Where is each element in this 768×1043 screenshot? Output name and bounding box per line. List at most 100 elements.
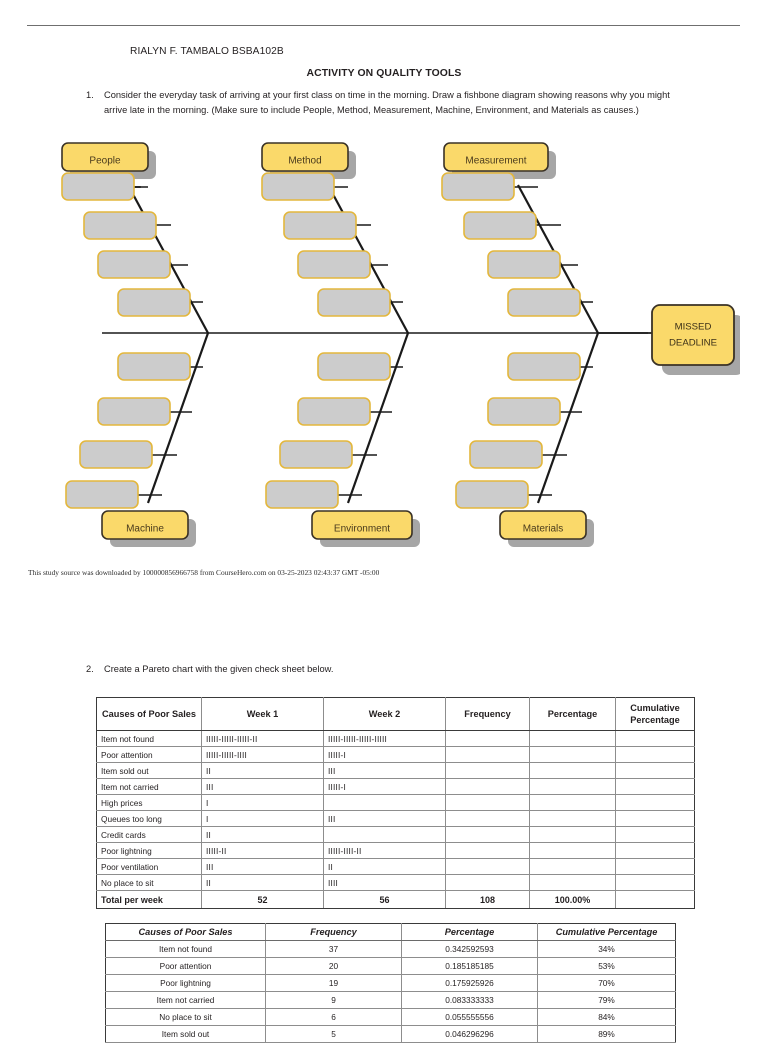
pareto-header: Causes of Poor Sales Frequency Percentag… [105,923,676,941]
cell-cumulative [615,810,695,827]
fishbone-effect-line1: MISSED [675,322,712,333]
cell-cumulative [615,858,695,875]
cell-cause: Item not carried [96,778,202,795]
cell-frequency: 20 [265,957,402,975]
cell-cause: Item not carried [105,991,266,1009]
cell-week2: III [323,810,446,827]
cell-cumulative [615,778,695,795]
col-header-cause: Causes of Poor Sales [105,923,266,941]
cell-cause: Item not found [105,940,266,958]
cell-cause: High prices [96,794,202,811]
cell-frequency [445,810,530,827]
cell-cumulative [615,874,695,891]
fishbone-category-people-label: People [89,156,121,167]
cell-percentage: 0.185185185 [401,957,538,975]
cell-frequency [445,842,530,859]
question-2-text: Create a Pareto chart with the given che… [104,664,334,674]
cell-frequency [445,778,530,795]
table-header-row: Causes of Poor Sales Week 1 Week 2 Frequ… [96,697,695,731]
coursehero-watermark: This study source was downloaded by 1000… [28,568,380,577]
page-title: ACTIVITY ON QUALITY TOOLS [306,68,462,79]
cell-cause: Item sold out [105,1025,266,1043]
cell-percentage: 0.046296296 [401,1025,538,1043]
col-header-week1: Week 1 [201,697,324,731]
check-sheet-table: Causes of Poor Sales Week 1 Week 2 Frequ… [96,697,695,909]
fishbone-category-method-label: Method [288,156,321,167]
cell-cause: Item sold out [96,762,202,779]
cell-frequency [445,730,530,747]
fishbone-diagram: People Machine M [40,125,740,565]
total-frequency: 108 [445,890,530,909]
fishbone-category-environment-label: Environment [334,524,390,535]
question-2-number: 2. [86,664,94,674]
cell-cause: Item not found [96,730,202,747]
cell-week1: IIIII-II [201,842,324,859]
cell-percentage [529,810,616,827]
cell-week1: II [201,762,324,779]
col-header-percentage: Percentage [529,697,616,731]
cell-percentage [529,794,616,811]
cell-week1: IIIII-IIIII-IIIII-II [201,730,324,747]
cell-frequency [445,794,530,811]
cell-week2: IIIII-I [323,746,446,763]
cell-cause: No place to sit [96,874,202,891]
cell-week1: III [201,778,324,795]
fishbone-category-materials-label: Materials [523,524,564,535]
cell-week1: IIIII-IIIII-IIII [201,746,324,763]
cell-percentage [529,746,616,763]
cell-percentage: 0.083333333 [401,991,538,1009]
question-1: 1. Consider the everyday task of arrivin… [86,88,686,118]
cell-frequency [445,858,530,875]
question-1-number: 1. [86,90,94,100]
col-header-cumulative: Cumulative Percentage [615,697,695,731]
cell-week1: II [201,826,324,843]
cell-week1: I [201,810,324,827]
table-header-row: Causes of Poor Sales Frequency Percentag… [105,923,676,941]
cell-percentage: 0.175925926 [401,974,538,992]
col-header-cumulative: Cumulative Percentage [537,923,676,941]
cell-week2: II [323,858,446,875]
cell-cumulative: 79% [537,991,676,1009]
cell-percentage [529,826,616,843]
cell-cause: Poor ventilation [96,858,202,875]
cell-week2: IIIII-IIIII-IIIII-IIIII [323,730,446,747]
cell-cumulative [615,762,695,779]
cell-cumulative [615,794,695,811]
cell-week2: IIII [323,874,446,891]
cell-percentage [529,858,616,875]
cell-cumulative: 34% [537,940,676,958]
header-divider [27,25,740,26]
cell-week2 [323,826,446,843]
cell-cumulative: 84% [537,1008,676,1026]
cell-cause: Queues too long [96,810,202,827]
cell-cumulative: 53% [537,957,676,975]
cell-frequency [445,874,530,891]
cell-cause: No place to sit [105,1008,266,1026]
cell-cause: Poor attention [105,957,266,975]
cell-cumulative: 89% [537,1025,676,1043]
cell-frequency: 37 [265,940,402,958]
cell-percentage [529,842,616,859]
cell-cause: Credit cards [96,826,202,843]
cell-frequency [445,762,530,779]
cell-frequency: 19 [265,974,402,992]
cell-cumulative [615,826,695,843]
cell-frequency: 9 [265,991,402,1009]
cell-cumulative: 70% [537,974,676,992]
cell-week2: III [323,762,446,779]
cell-cumulative [615,730,695,747]
